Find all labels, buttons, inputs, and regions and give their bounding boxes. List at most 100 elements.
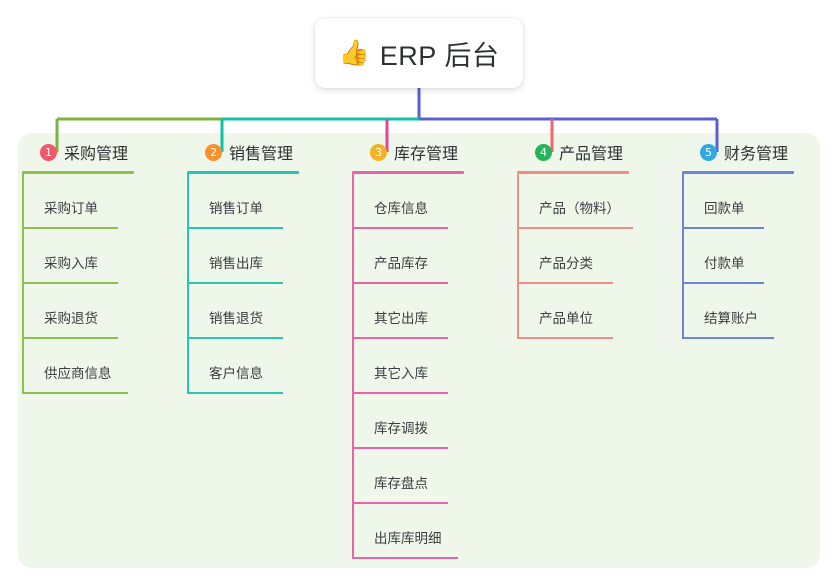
list-item-label: 销售退货 xyxy=(209,310,263,326)
column-badge-1: 1 xyxy=(40,143,57,161)
page-title: ERP 后台 xyxy=(379,40,500,71)
list-item[interactable]: 采购退货 xyxy=(22,284,178,339)
column-items-4: 产品（物料） 产品分类产品单位 xyxy=(513,174,673,339)
list-item[interactable]: 客户信息 xyxy=(187,339,343,394)
column-items-2: 销售订单销售出库销售退货客户信息 xyxy=(183,174,343,394)
module-column-5: 5 财务管理回款单付款单结算账户 xyxy=(678,133,838,339)
list-item[interactable]: 销售退货 xyxy=(187,284,343,339)
list-item[interactable]: 采购入库 xyxy=(22,229,178,284)
list-item-underline xyxy=(354,392,448,394)
column-badge-2: 2 xyxy=(205,143,222,161)
list-item-label: 产品库存 xyxy=(374,255,428,271)
list-item[interactable]: 产品分类 xyxy=(517,229,673,284)
column-header-2[interactable]: 2 销售管理 xyxy=(183,133,343,171)
list-item-underline xyxy=(189,337,283,339)
list-item-underline xyxy=(189,227,283,229)
column-header-4[interactable]: 4 产品管理 xyxy=(513,133,673,171)
list-item-underline xyxy=(24,392,128,394)
list-item-underline xyxy=(189,282,283,284)
list-item-label: 其它入库 xyxy=(374,365,428,381)
column-title-3: 库存管理 xyxy=(394,146,459,163)
list-item[interactable]: 其它入库 xyxy=(352,339,508,394)
column-badge-5: 5 xyxy=(700,143,717,161)
list-item-label: 产品（物料） xyxy=(539,200,620,216)
list-item-label: 采购入库 xyxy=(44,255,98,271)
column-rule-4 xyxy=(517,171,629,174)
list-item[interactable]: 采购订单 xyxy=(22,174,178,229)
list-item-label: 其它出库 xyxy=(374,310,428,326)
list-item-label: 采购订单 xyxy=(44,200,98,216)
list-item-label: 客户信息 xyxy=(209,365,263,381)
column-rule-3 xyxy=(352,171,464,174)
list-item-underline xyxy=(354,447,448,449)
module-columns: 1 采购管理采购订单采购入库采购退货供应商信息 2 销售管理销售订单销售出库销售退货客… xyxy=(18,133,820,568)
list-item-underline xyxy=(519,227,633,229)
list-item[interactable]: 库存盘点 xyxy=(352,449,508,504)
root-node-content: 👍 ERP 后台 xyxy=(339,34,500,73)
list-item-underline xyxy=(354,337,448,339)
list-item[interactable]: 结算账户 xyxy=(682,284,838,339)
list-item-underline xyxy=(354,557,458,559)
list-item[interactable]: 付款单 xyxy=(682,229,838,284)
list-item-underline xyxy=(684,282,764,284)
list-item[interactable]: 其它出库 xyxy=(352,284,508,339)
column-title-4: 产品管理 xyxy=(559,146,624,163)
root-node-card[interactable]: 👍 ERP 后台 xyxy=(315,18,523,88)
module-column-1: 1 采购管理采购订单采购入库采购退货供应商信息 xyxy=(18,133,178,394)
list-item-label: 回款单 xyxy=(704,200,745,216)
thumbs-up-icon: 👍 xyxy=(338,38,370,67)
list-item-label: 供应商信息 xyxy=(44,365,112,381)
column-items-5: 回款单付款单结算账户 xyxy=(678,174,838,339)
list-item-underline xyxy=(519,282,613,284)
list-item-label: 库存调拨 xyxy=(374,420,428,436)
list-item-underline xyxy=(24,337,118,339)
column-rule-5 xyxy=(682,171,794,174)
list-item-label: 付款单 xyxy=(704,255,745,271)
column-header-5[interactable]: 5 财务管理 xyxy=(678,133,838,171)
list-item-underline xyxy=(24,282,118,284)
column-title-5: 财务管理 xyxy=(724,146,789,163)
list-item[interactable]: 出库库明细 xyxy=(352,504,508,559)
list-item-label: 产品单位 xyxy=(539,310,593,326)
list-item-label: 产品分类 xyxy=(539,255,593,271)
list-item[interactable]: 仓库信息 xyxy=(352,174,508,229)
module-column-4: 4 产品管理产品（物料） 产品分类产品单位 xyxy=(513,133,673,339)
list-item[interactable]: 库存调拨 xyxy=(352,394,508,449)
list-item-label: 库存盘点 xyxy=(374,475,428,491)
list-item-label: 销售出库 xyxy=(209,255,263,271)
list-item[interactable]: 销售订单 xyxy=(187,174,343,229)
list-item-underline xyxy=(354,227,448,229)
list-item-underline xyxy=(354,282,448,284)
list-item-underline xyxy=(354,502,448,504)
list-item-label: 销售订单 xyxy=(209,200,263,216)
list-item-label: 仓库信息 xyxy=(374,200,428,216)
column-badge-3: 3 xyxy=(370,143,387,161)
module-column-3: 3 库存管理仓库信息产品库存其它出库其它入库库存调拨库存盘点出库库明细 xyxy=(348,133,508,559)
column-rule-2 xyxy=(187,171,299,174)
list-item-underline xyxy=(684,337,774,339)
list-item[interactable]: 产品单位 xyxy=(517,284,673,339)
list-item[interactable]: 产品（物料） xyxy=(517,174,673,229)
column-items-1: 采购订单采购入库采购退货供应商信息 xyxy=(18,174,178,394)
modules-panel xyxy=(18,133,820,568)
column-header-3[interactable]: 3 库存管理 xyxy=(348,133,508,171)
list-item-label: 出库库明细 xyxy=(374,530,442,546)
list-item-label: 结算账户 xyxy=(704,310,758,326)
list-item-underline xyxy=(24,227,118,229)
list-item[interactable]: 销售出库 xyxy=(187,229,343,284)
list-item-underline xyxy=(684,227,764,229)
list-item[interactable]: 产品库存 xyxy=(352,229,508,284)
list-item-underline xyxy=(519,337,613,339)
column-header-1[interactable]: 1 采购管理 xyxy=(18,133,178,171)
column-title-2: 销售管理 xyxy=(229,146,294,163)
list-item[interactable]: 供应商信息 xyxy=(22,339,178,394)
list-item[interactable]: 回款单 xyxy=(682,174,838,229)
column-rule-1 xyxy=(22,171,134,174)
list-item-underline xyxy=(189,392,283,394)
column-title-1: 采购管理 xyxy=(64,146,129,163)
column-badge-4: 4 xyxy=(535,143,552,161)
column-items-3: 仓库信息产品库存其它出库其它入库库存调拨库存盘点出库库明细 xyxy=(348,174,508,559)
list-item-label: 采购退货 xyxy=(44,310,98,326)
